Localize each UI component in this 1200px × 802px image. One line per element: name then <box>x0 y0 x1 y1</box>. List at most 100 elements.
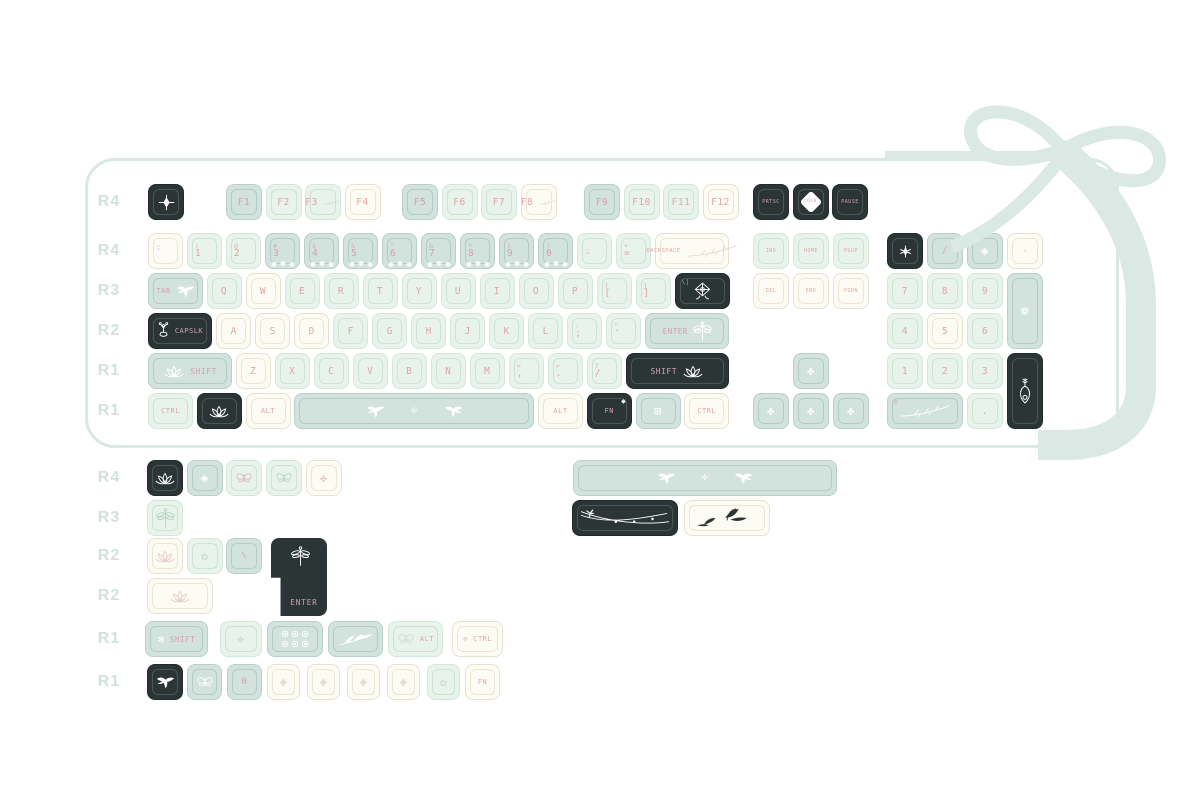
key-': "' <box>606 313 642 349</box>
lotus-icon <box>208 404 230 419</box>
iso-enter-label: ENTER <box>290 598 318 607</box>
key-f9: F9 <box>584 184 620 220</box>
key-l: L <box>528 313 564 349</box>
keycap-top <box>153 189 179 215</box>
key-esc <box>148 184 184 220</box>
key-right-ctrl: CTRL <box>684 393 730 429</box>
key-`: ~` <box>148 233 183 269</box>
keycap-top <box>837 189 863 215</box>
branch-icon <box>686 244 738 258</box>
cloud-deco <box>319 261 324 266</box>
keycap-top <box>250 278 276 304</box>
keycap-top <box>591 358 617 384</box>
keycap-top <box>758 278 784 304</box>
row-label-r3: R3 <box>97 282 121 299</box>
dragonfly-icon <box>291 545 311 568</box>
key-f12: F12 <box>702 184 739 220</box>
cloud-deco <box>514 261 519 266</box>
row-label-r1: R1 <box>97 402 121 419</box>
ribbon-bow-decoration <box>885 105 1166 460</box>
keycap-top <box>333 626 378 652</box>
key-num-plus: ❁ <box>1007 273 1043 349</box>
aster-icon: ❁ <box>1020 303 1030 319</box>
keycap-top <box>543 398 578 424</box>
key-extra-0: 0 <box>227 664 262 700</box>
keycap-top <box>299 398 530 424</box>
key-del: DEL <box>753 273 789 309</box>
keycap-top <box>798 238 824 264</box>
flower-icon: ✿ <box>200 549 209 563</box>
key-numlk <box>887 233 923 269</box>
keycap-top <box>352 669 375 695</box>
dragonfly-icon <box>155 507 175 530</box>
keycap-top <box>152 669 178 695</box>
keycap-top <box>932 278 958 304</box>
keycap-top <box>601 278 627 304</box>
keycap-top <box>972 318 998 344</box>
key-i: I <box>479 273 515 309</box>
keycap-top <box>153 358 227 384</box>
keycap-top <box>582 238 607 264</box>
key-x: X <box>274 353 310 389</box>
keycap-top <box>689 398 725 424</box>
key-extra-bamboo <box>328 621 383 657</box>
key-num-0: 0 <box>887 393 963 429</box>
key-f3: F3 <box>305 184 341 220</box>
key-u: U <box>440 273 476 309</box>
key-right-shift: SHIFT <box>625 353 729 389</box>
diamond-icon: ◈ <box>359 674 368 690</box>
spacedeco-icon: ✣ <box>366 405 463 418</box>
key-num-minus: - <box>1007 233 1043 269</box>
keycap-top <box>668 189 694 215</box>
key-extra-seal-1: ◈ <box>267 664 300 700</box>
keycap-top <box>562 278 588 304</box>
keycap-top <box>611 318 637 344</box>
key-extra-seal-4: ◈ <box>387 664 420 700</box>
key-1: 1 <box>887 353 923 389</box>
keycap-top <box>1012 278 1038 344</box>
keycap-top <box>470 669 495 695</box>
keycap-top <box>152 505 178 531</box>
kite-icon <box>693 281 712 301</box>
keycap-top <box>484 278 510 304</box>
keycap-top <box>640 398 676 424</box>
keycap-top <box>221 318 247 344</box>
keycap-top <box>892 358 918 384</box>
key-extra-wide-lotus <box>147 578 213 614</box>
key-extra-lotus <box>147 460 183 496</box>
keycap-top <box>621 238 646 264</box>
key-3: #3 <box>265 233 300 269</box>
cloud-deco <box>397 261 402 266</box>
plus-icon: ✤ <box>847 404 855 418</box>
keycap-top <box>289 278 315 304</box>
diamond-icon: ◈ <box>200 470 209 486</box>
key-extra-diamond: ◈ <box>186 460 223 496</box>
key-extra-plus: ✤ <box>305 460 342 496</box>
key-h: H <box>411 313 447 349</box>
key-home: HOME <box>793 233 829 269</box>
key-pause: PAUSE <box>832 184 868 220</box>
lotus-icon <box>682 364 704 379</box>
keycap-top <box>152 465 178 491</box>
keycap-top <box>972 238 998 264</box>
keycap-top <box>838 238 864 264</box>
keycap-top <box>338 318 364 344</box>
key-3: 3 <box>967 353 1003 389</box>
vine-icon <box>579 507 671 529</box>
key-4: $4 <box>304 233 339 269</box>
leaf-icon <box>538 198 556 207</box>
key-v: V <box>352 353 388 389</box>
key-pgup: PGUP <box>833 233 869 269</box>
compass2-icon <box>898 244 913 259</box>
keyboard-case <box>85 158 1119 448</box>
keycap-top <box>407 189 433 215</box>
keycap-top <box>240 358 266 384</box>
key-f6: F6 <box>441 184 478 220</box>
key-fn: FN◆ <box>586 393 632 429</box>
row-label-r1: R1 <box>97 362 121 379</box>
lotus-icon <box>154 549 176 564</box>
key-spacebar-dark <box>572 500 678 536</box>
key-extra-flower-3: ✿ <box>427 664 460 700</box>
keycap-top <box>650 318 725 344</box>
